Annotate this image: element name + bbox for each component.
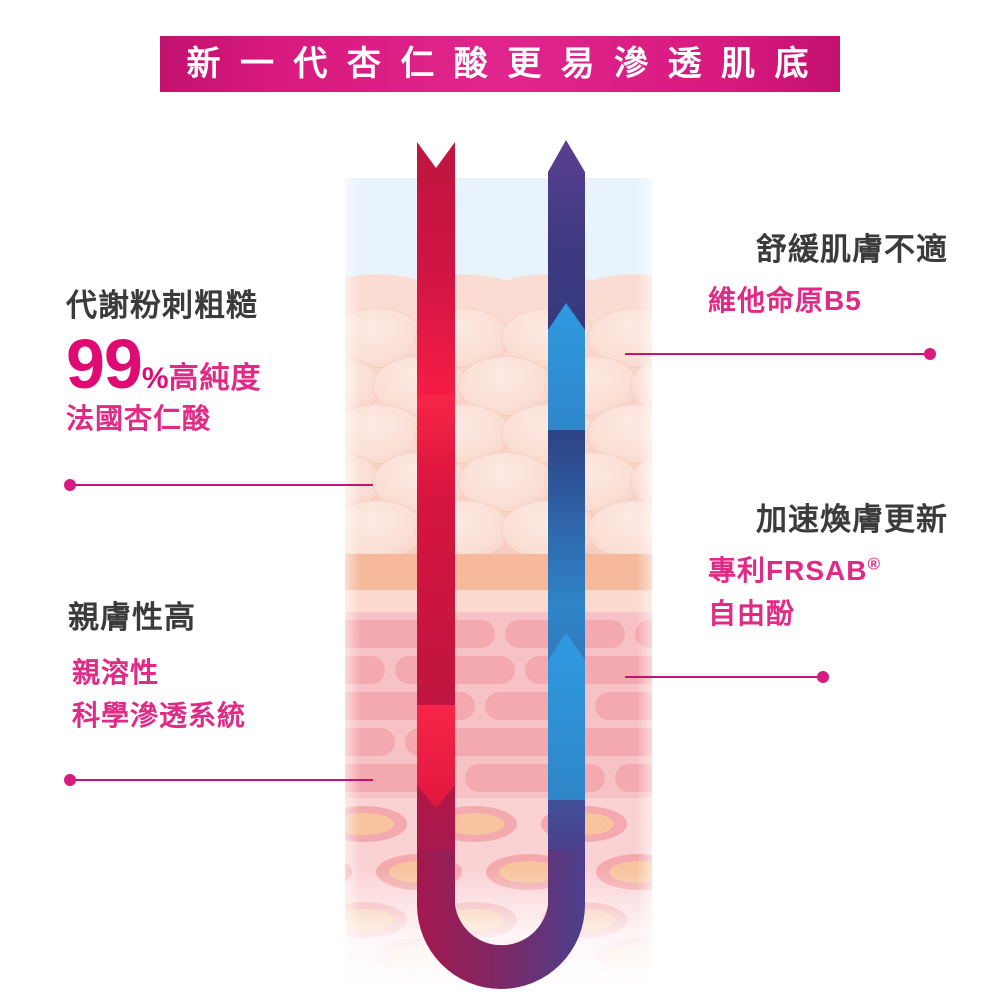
callout-right-top: 舒緩肌膚不適 維他命原B5 — [600, 232, 948, 318]
callout-left-bottom-line2: 科學滲透系統 — [72, 699, 247, 731]
purity-number: 99 — [66, 324, 143, 403]
purity-row: 99 % 高純度 — [66, 324, 262, 403]
connector-line-left-bottom — [64, 774, 373, 786]
connector-line-right-bottom — [625, 671, 829, 683]
callout-right-bottom-line2: 自由酚 — [708, 597, 796, 629]
callout-right-top-line1: 維他命原B5 — [708, 284, 862, 316]
registered-mark: ® — [867, 554, 881, 574]
callout-left-bottom-line1: 親溶性 — [72, 656, 160, 688]
connector-dot — [817, 671, 829, 683]
connector-dot — [924, 348, 936, 360]
callout-right-bottom: 加速煥膚更新 專利FRSAB® 自由酚 — [600, 502, 948, 631]
callout-right-bottom-line1: 專利FRSAB® — [708, 553, 948, 588]
callout-right-top-heading: 舒緩肌膚不適 — [756, 232, 948, 267]
purity-label: 高純度 — [168, 361, 262, 395]
title-banner: 新 一 代 杏 仁 酸 更 易 滲 透 肌 底 — [160, 36, 840, 92]
callout-left-top-detail: 法國杏仁酸 — [66, 403, 212, 435]
connector-dot — [64, 479, 76, 491]
connector-dot — [64, 774, 76, 786]
percent-symbol: % — [141, 361, 169, 395]
callout-left-bottom-heading: 親膚性高 — [68, 600, 196, 635]
connector-line-left-top — [64, 479, 373, 491]
callout-left-top-heading: 代謝粉刺粗糙 — [66, 288, 258, 323]
callout-left-bottom: 親膚性高 親溶性 科學滲透系統 — [68, 600, 246, 733]
diagram-bottom-fade — [345, 868, 652, 988]
connector-line-right-top — [625, 348, 936, 360]
banner-title: 新 一 代 杏 仁 酸 更 易 滲 透 肌 底 — [186, 45, 814, 83]
patent-name: 專利FRSAB — [708, 554, 868, 586]
callout-left-top: 代謝粉刺粗糙 99 % 高純度 法國杏仁酸 — [66, 288, 262, 436]
callout-right-bottom-heading: 加速煥膚更新 — [756, 502, 948, 537]
